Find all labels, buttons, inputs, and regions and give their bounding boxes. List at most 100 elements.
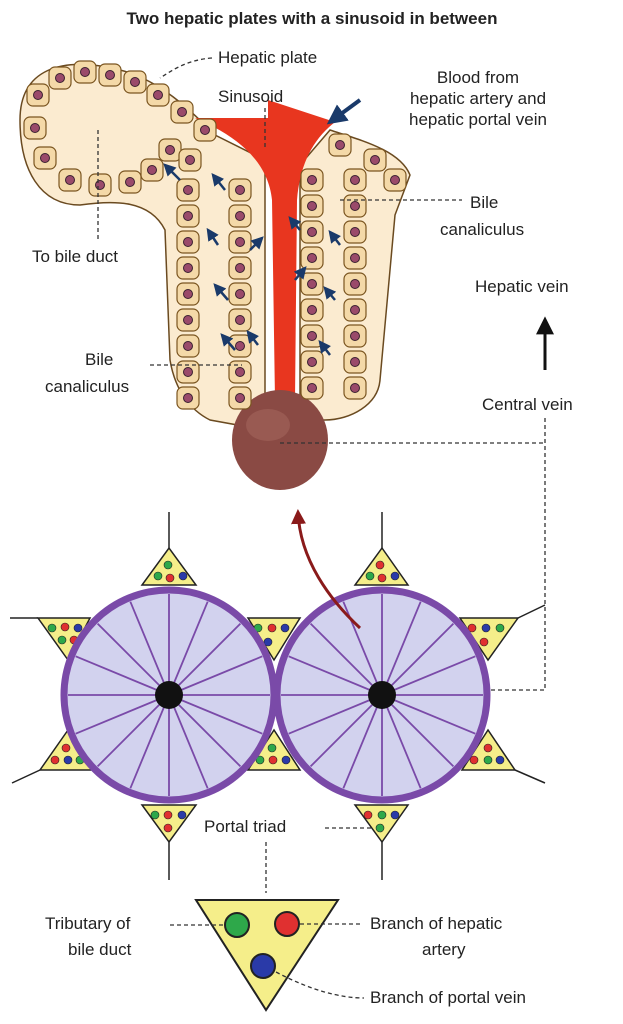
hepatocyte <box>384 169 406 191</box>
hepatocyte <box>177 179 199 201</box>
hepatocyte <box>344 273 366 295</box>
triad-vessel-dot <box>164 561 172 569</box>
hepatic-plates-group <box>20 61 410 490</box>
hepatocyte <box>89 174 111 196</box>
hepatocyte <box>301 299 323 321</box>
hepatocyte <box>49 67 71 89</box>
hepatocyte <box>344 195 366 217</box>
hepatocyte <box>141 159 163 181</box>
leader-hepatic-plate <box>160 58 212 78</box>
triad-vessel-dot <box>64 756 72 764</box>
hepatocyte <box>177 205 199 227</box>
triad-vessel-dot <box>178 811 186 819</box>
triad-vessel-dot <box>378 811 386 819</box>
hepatocyte <box>229 205 251 227</box>
hepatocyte <box>124 71 146 93</box>
hepatocyte <box>344 325 366 347</box>
blood-inflow-arrow <box>330 100 360 122</box>
triad-vessel-dot <box>482 624 490 632</box>
label-tributary-2: bile duct <box>68 940 132 959</box>
hepatocyte <box>229 361 251 383</box>
triad-vessel-dot <box>376 561 384 569</box>
hepatocyte <box>177 309 199 331</box>
hepatocyte <box>171 101 193 123</box>
diagram-title: Two hepatic plates with a sinusoid in be… <box>127 9 498 28</box>
hepatocyte <box>194 119 216 141</box>
triad-vessel-dot <box>264 638 272 646</box>
hepatocyte <box>329 134 351 156</box>
hepatocyte <box>301 195 323 217</box>
hepatocyte <box>229 387 251 409</box>
hepatocyte <box>159 139 181 161</box>
hepatocyte <box>59 169 81 191</box>
hepatocyte <box>119 171 141 193</box>
triad-vessel-dot <box>496 756 504 764</box>
hepatocyte <box>301 273 323 295</box>
hepatocyte <box>229 179 251 201</box>
triad-vessel-dot <box>484 756 492 764</box>
label-hepatic-artery-1: Branch of hepatic <box>370 914 503 933</box>
hepatocyte <box>344 377 366 399</box>
hepatocyte <box>301 221 323 243</box>
label-bile-canaliculus-right-2: canaliculus <box>440 220 524 239</box>
triad-vessel-dot <box>268 624 276 632</box>
triad-stalk <box>518 605 545 618</box>
triad-vessel-dot <box>61 623 69 631</box>
label-blood-from-3: hepatic portal vein <box>409 110 547 129</box>
central-vein-highlight <box>246 409 290 441</box>
triad-vessel-dot <box>48 624 56 632</box>
triad-vessel-dot <box>62 744 70 752</box>
triad-vessel-dot <box>378 574 386 582</box>
hepatocyte <box>229 231 251 253</box>
hepatocyte <box>74 61 96 83</box>
hepatocyte <box>301 325 323 347</box>
triad-vessel-dot <box>58 636 66 644</box>
label-central-vein: Central vein <box>482 395 573 414</box>
lobule-central-vein <box>155 681 183 709</box>
triad-vessel-dot <box>364 811 372 819</box>
portal-triad <box>355 548 408 585</box>
hepatocyte <box>34 147 56 169</box>
hepatocyte <box>24 117 46 139</box>
lobule-central-vein <box>368 681 396 709</box>
enlarged-portal-triad <box>196 900 338 1010</box>
triad-stalk <box>515 770 545 783</box>
triad-vessel-dot <box>74 624 82 632</box>
triad-vessel-dot <box>51 756 59 764</box>
triad-vessel-dot <box>282 756 290 764</box>
triad-vessel-dot <box>164 811 172 819</box>
hepatocyte <box>177 231 199 253</box>
triad-vessel-dot <box>154 572 162 580</box>
triad-stalk <box>12 770 40 783</box>
hepatocyte <box>177 335 199 357</box>
label-hepatic-artery-2: artery <box>422 940 466 959</box>
label-bile-canaliculus-left-1: Bile <box>85 350 113 369</box>
triad-vessel-dot <box>269 756 277 764</box>
triad-vessel-dot <box>391 811 399 819</box>
hepatocyte <box>344 247 366 269</box>
hepatocyte <box>229 257 251 279</box>
hepatocyte <box>177 283 199 305</box>
hepatocyte <box>229 309 251 331</box>
hepatocyte <box>27 84 49 106</box>
triad-vessel-dot <box>366 572 374 580</box>
hepatocyte <box>177 257 199 279</box>
hepatic-lobule <box>277 590 487 800</box>
hepatic-artery-branch <box>275 912 299 936</box>
label-portal-triad: Portal triad <box>204 817 286 836</box>
label-blood-from-2: hepatic artery and <box>410 89 546 108</box>
hepatocyte <box>364 149 386 171</box>
portal-triad <box>142 805 196 842</box>
portal-triad <box>355 805 408 842</box>
hepatocyte <box>301 169 323 191</box>
triad-vessel-dot <box>480 638 488 646</box>
triad-vessel-dot <box>151 811 159 819</box>
triad-vessel-dot <box>268 744 276 752</box>
hepatic-lobule <box>64 590 274 800</box>
label-tributary-1: Tributary of <box>45 914 131 933</box>
portal-vein-branch <box>251 954 275 978</box>
label-blood-from-1: Blood from <box>437 68 519 87</box>
triad-vessel-dot <box>496 624 504 632</box>
